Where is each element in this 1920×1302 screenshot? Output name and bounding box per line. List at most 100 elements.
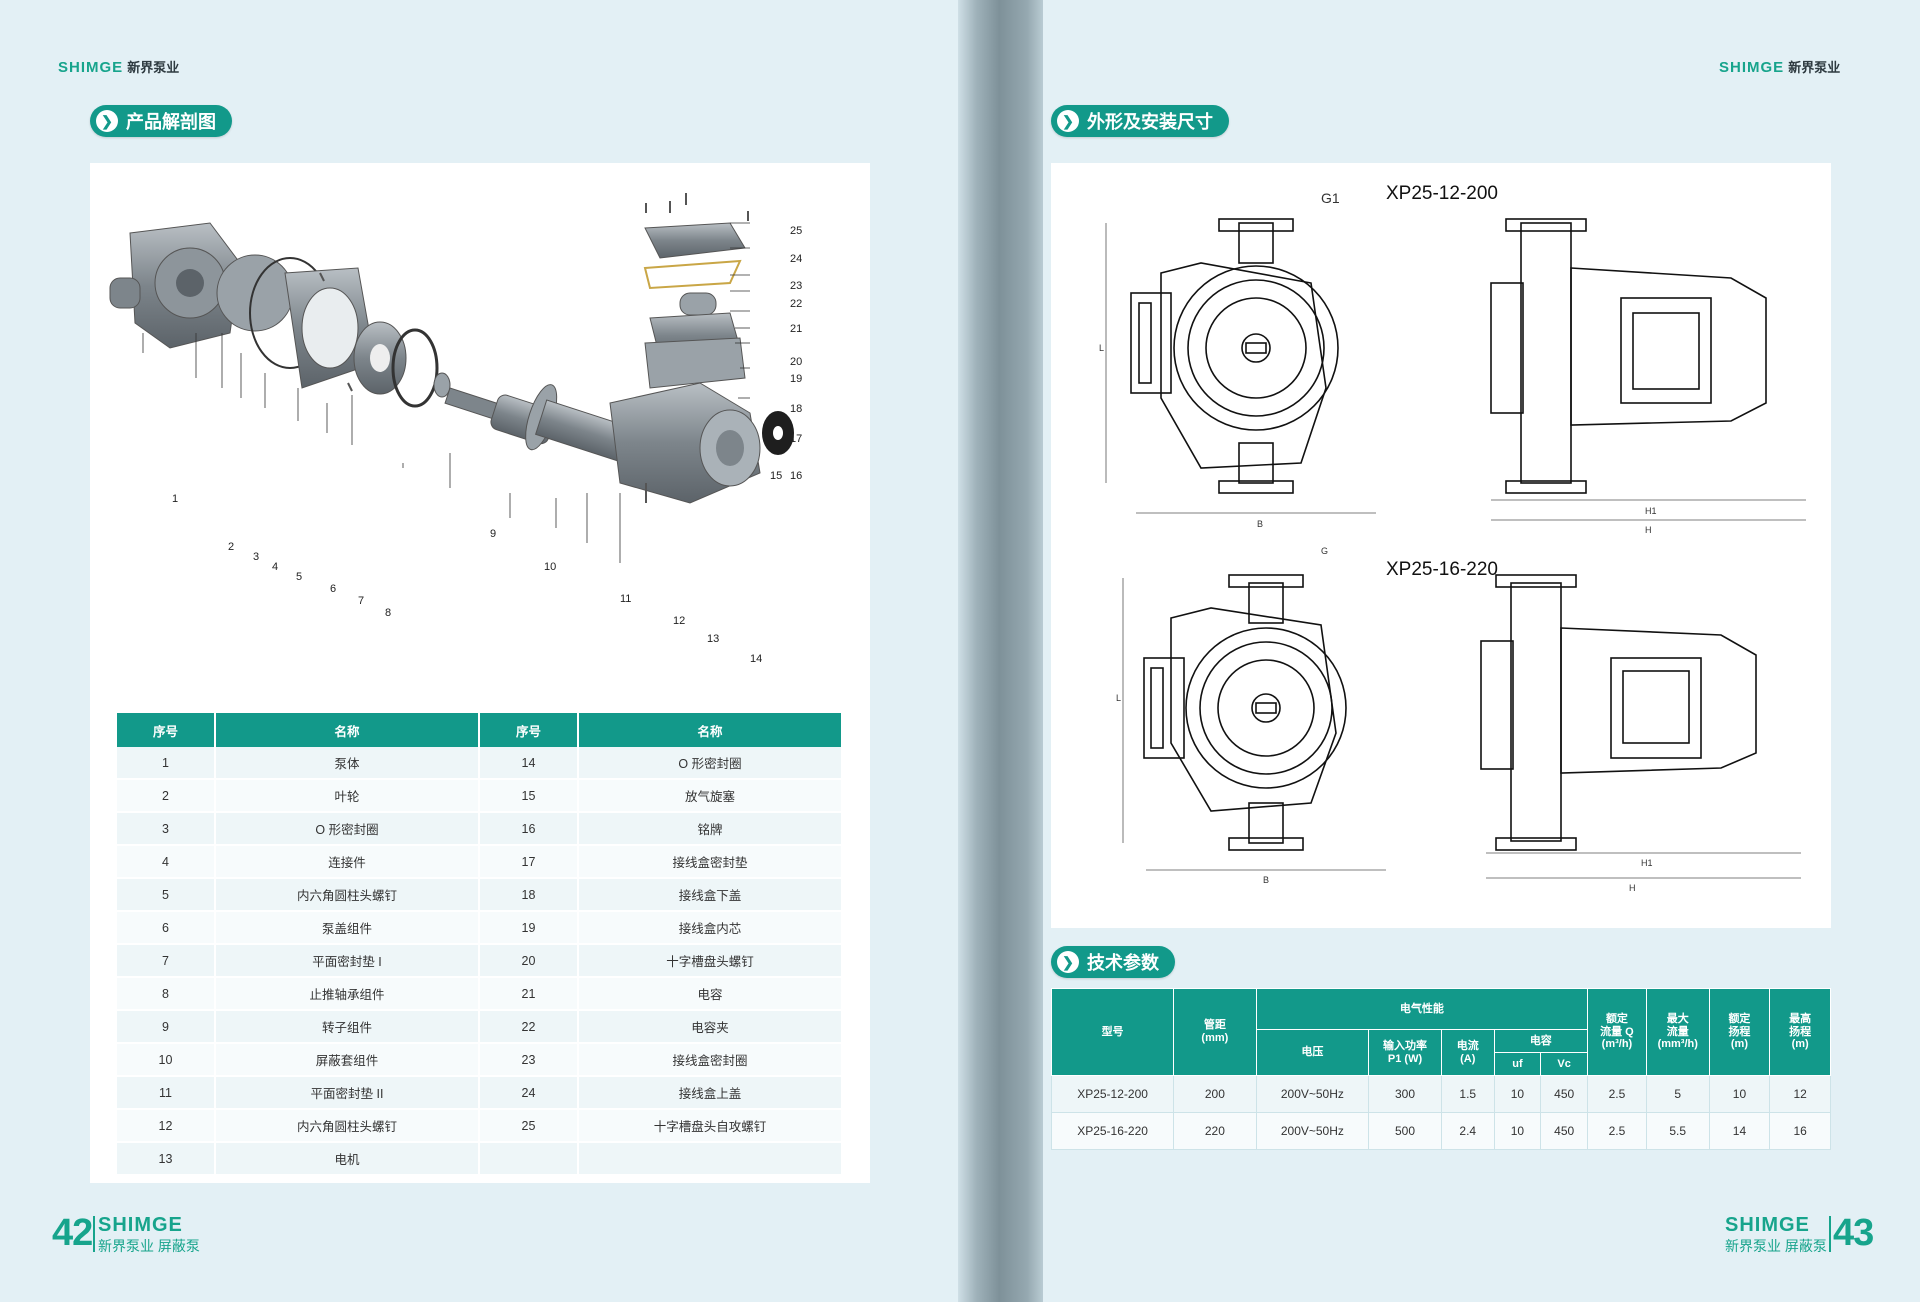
section-title-text: 外形及安装尺寸 [1087,112,1213,132]
spec-header-max-flow: 最大 流量 (mm³/h) [1645,988,1710,1076]
header-no: 序号 [478,713,580,747]
callout-6: 6 [330,583,337,595]
spec-header-current: 电流 (A) [1440,1029,1495,1076]
book-gutter [958,0,1050,1302]
spec-header-voltage: 电压 [1255,1029,1370,1076]
callout-7: 7 [358,595,365,607]
brand-name: SHIMGE [1719,59,1785,76]
model-title-2: XP25-16-220 [1386,559,1498,580]
page-number: 42 [52,1212,93,1254]
front-view-2 [1143,574,1347,851]
side-view-1 [1490,218,1767,494]
callout-21: 21 [790,323,803,335]
header-no: 序号 [117,713,217,747]
model-title-1: XP25-12-200 [1386,183,1498,204]
dim-label-l: L [1099,343,1105,353]
spec-header-power: 输入功率 P1 (W) [1368,1029,1442,1076]
arrow-right-icon: ❯ [1057,951,1079,973]
page-number: 43 [1833,1212,1874,1254]
dimension-lines [1105,223,1806,879]
dim-label-l: L [1116,693,1122,703]
motor-part [609,382,761,504]
section-title-text: 产品解剖图 [126,112,216,132]
spec-header-rated-flow: 额定 流量 Q (m³/h) [1587,988,1647,1076]
callout-9: 9 [490,528,497,540]
parts-table-header: 序号 名称 序号 名称 [117,713,843,747]
header-name: 名称 [578,713,843,747]
dim-label-h: H [1629,883,1636,893]
dim-label-h: H [1645,525,1652,535]
callout-25: 25 [790,225,803,237]
callout-5: 5 [296,571,303,583]
callout-20: 20 [790,356,803,368]
dim-label-g: G [1321,546,1329,556]
arrow-right-icon: ❯ [1057,110,1079,132]
spec-header-uf: uf [1493,1052,1542,1076]
callout-16: 16 [790,470,803,482]
callout-18: 18 [790,403,803,415]
spec-header-model: 型号 [1050,988,1175,1076]
callout-14: 14 [750,653,763,665]
spec-header-vc: Vc [1540,1052,1589,1076]
spec-table: 型号 管距 (mm) 电气性能 额定 流量 Q (m³/h) 最大 流量 (mm… [1050,988,1831,1150]
callout-4: 4 [272,561,279,573]
exploded-diagram [109,193,794,563]
callout-24: 24 [790,253,803,265]
spec-header-electrical: 电气性能 [1255,988,1589,1030]
callout-23: 23 [790,280,803,292]
screw-parts [319,193,749,503]
section-title-specs: ❯ 技术参数 [1051,946,1175,978]
side-view-2 [1480,574,1757,851]
callout-1: 1 [172,493,179,505]
dimensions-panel: XP25-12-200 XP25-16-220 G1 G L L B B H1 … [1051,163,1831,928]
brand-name-cn: 新界泵业 [1788,60,1841,75]
spec-header-capacitor: 电容 [1493,1029,1589,1053]
callout-22: 22 [790,298,803,310]
bearing-part [433,372,451,398]
callout-8: 8 [385,607,392,619]
dim-label-b: B [1257,519,1264,529]
spec-header-max-head: 最高 扬程 (m) [1769,988,1831,1076]
callout-11: 11 [620,593,632,605]
section-title-dimensions: ❯ 外形及安装尺寸 [1051,105,1229,137]
pump-body-part [109,222,241,349]
callout-19: 19 [790,373,803,385]
impeller-part [216,254,294,332]
capacitor-part [679,292,717,316]
section-title-text: 技术参数 [1087,953,1159,973]
spec-header-rated-head: 额定 扬程 (m) [1708,988,1771,1076]
leader-lines [142,222,750,563]
arrow-right-icon: ❯ [96,110,118,132]
spec-header-pitch: 管距 (mm) [1173,988,1257,1076]
footer-divider [93,1216,95,1252]
front-view-1 [1130,218,1339,494]
callout-2: 2 [228,541,235,553]
brand-name-cn: 新界泵业 [127,60,180,75]
callout-10: 10 [544,561,557,573]
gasket-part [391,328,439,408]
dimension-drawings [1105,218,1806,879]
footer-brand: SHIMGE [1725,1214,1810,1236]
dim-label-b: B [1263,875,1270,885]
dim-label-h1: H1 [1645,506,1657,516]
callout-15: 15 [770,470,783,482]
brand-name: SHIMGE [58,59,124,76]
